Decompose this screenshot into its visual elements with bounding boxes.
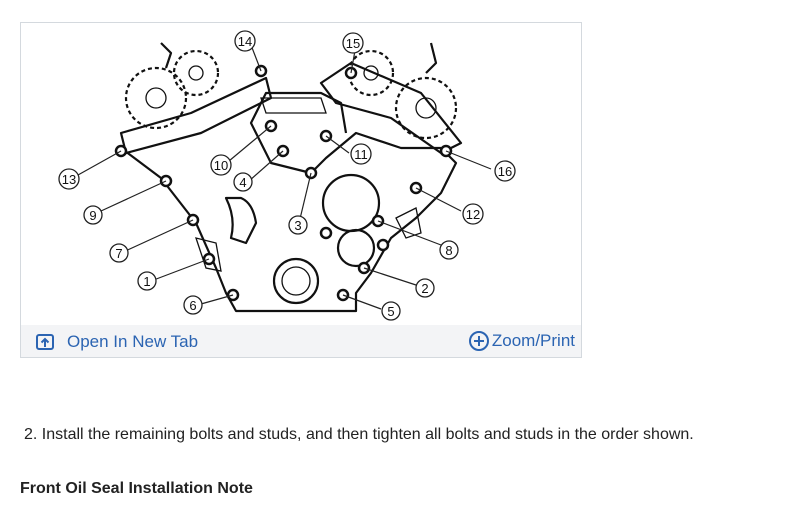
svg-text:13: 13: [62, 172, 76, 187]
callout-13: 13: [58, 168, 80, 190]
svg-text:4: 4: [239, 175, 246, 190]
svg-text:9: 9: [89, 208, 96, 223]
bolt-markers: [114, 64, 453, 302]
zoom-print-link[interactable]: Zoom/Print: [468, 330, 575, 352]
figure-card: 14 15 13 10 11 16 4 9 12 3 8 7 1 2 6 5 O…: [20, 22, 582, 358]
callout-8: 8: [439, 240, 459, 260]
svg-text:16: 16: [498, 164, 512, 179]
callout-5: 5: [381, 301, 401, 321]
svg-text:14: 14: [238, 34, 252, 49]
svg-text:15: 15: [346, 36, 360, 51]
figure-footer: Open In New Tab Zoom/Print: [21, 325, 581, 357]
svg-text:10: 10: [214, 158, 228, 173]
callout-7: 7: [109, 243, 129, 263]
svg-text:3: 3: [294, 218, 301, 233]
callout-2: 2: [415, 278, 435, 298]
step-instruction: 2. Install the remaining bolts and studs…: [24, 426, 694, 443]
section-heading: Front Oil Seal Installation Note: [20, 480, 253, 497]
open-in-new-tab-link[interactable]: Open In New Tab: [35, 332, 198, 352]
svg-text:1: 1: [143, 274, 150, 289]
left-cam-sprocket: [119, 42, 273, 155]
leader-lines: [77, 44, 492, 310]
svg-text:2: 2: [421, 281, 428, 296]
callout-15: 15: [342, 32, 364, 54]
callout-12: 12: [462, 203, 484, 225]
svg-text:8: 8: [445, 243, 452, 258]
zoom-print-label: Zoom/Print: [491, 331, 575, 350]
front-cover-outline: [120, 91, 458, 313]
svg-text:11: 11: [354, 147, 368, 162]
open-in-new-tab-icon: [36, 334, 54, 350]
callout-16: 16: [494, 160, 516, 182]
callout-4: 4: [233, 172, 253, 192]
engine-front-cover-diagram[interactable]: 14 15 13 10 11 16 4 9 12 3 8 7 1 2 6 5: [21, 23, 581, 325]
callout-14: 14: [234, 30, 256, 52]
callout-6: 6: [183, 295, 203, 315]
open-in-new-tab-label: Open In New Tab: [67, 332, 199, 351]
zoom-plus-icon: [468, 331, 489, 351]
callout-1: 1: [137, 271, 157, 291]
callout-9: 9: [83, 205, 103, 225]
callout-10: 10: [210, 154, 232, 176]
right-cam-sprocket: [319, 42, 463, 155]
callout-3: 3: [288, 215, 308, 235]
svg-text:5: 5: [387, 304, 394, 319]
callout-11: 11: [350, 143, 372, 165]
svg-text:12: 12: [466, 207, 480, 222]
svg-text:7: 7: [115, 246, 122, 261]
svg-text:6: 6: [189, 298, 196, 313]
